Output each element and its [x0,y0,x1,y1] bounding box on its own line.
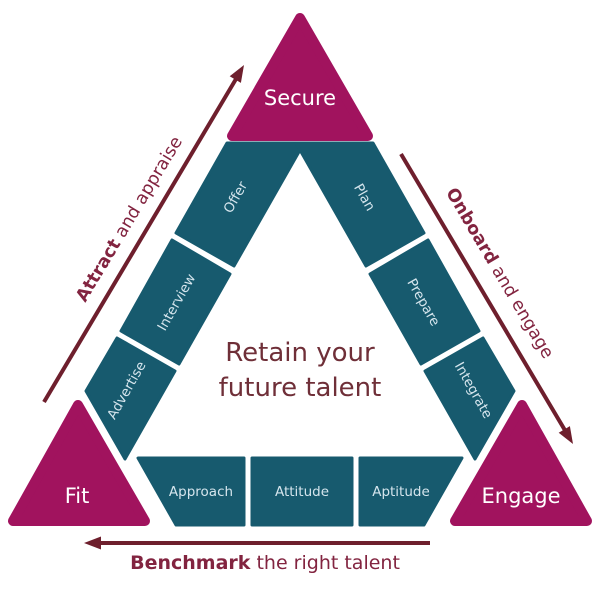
approach-block [136,456,246,527]
attitude-label: Attitude [275,484,329,500]
integrate-block [423,336,516,461]
attract-arrow-line [42,77,238,404]
benchmark-arrowhead-icon [84,536,101,550]
benchmark-annotation-rest: the right talent [250,552,400,574]
offer-block [174,141,306,268]
fit-corner-triangle [8,400,150,526]
secure-corner-triangle [227,13,373,141]
secure-label: Secure [264,86,336,110]
onboard-arrow-line [399,152,568,434]
onboard-annotation-bold: Onboard [441,185,501,268]
attract-arrowhead-icon [229,65,244,83]
aptitude-block [358,456,464,527]
benchmark-annotation: Benchmark the right talent [130,552,400,574]
engage-corner-triangle [450,400,592,526]
onboard-arrowhead-icon [558,426,573,444]
plan-block [294,141,426,268]
approach-label: Approach [169,484,233,500]
center-text-line1: Retain your [225,338,375,368]
attitude-block [250,456,354,527]
prepare-block [368,238,481,366]
center-text-line2: future talent [219,373,382,403]
attract-annotation-bold: Attract [72,236,125,306]
advertise-block [84,336,177,461]
aptitude-label: Aptitude [372,484,430,500]
fit-label: Fit [65,484,90,508]
benchmark-annotation-bold: Benchmark [130,552,251,574]
engage-label: Engage [481,484,560,508]
interview-block [119,238,232,366]
